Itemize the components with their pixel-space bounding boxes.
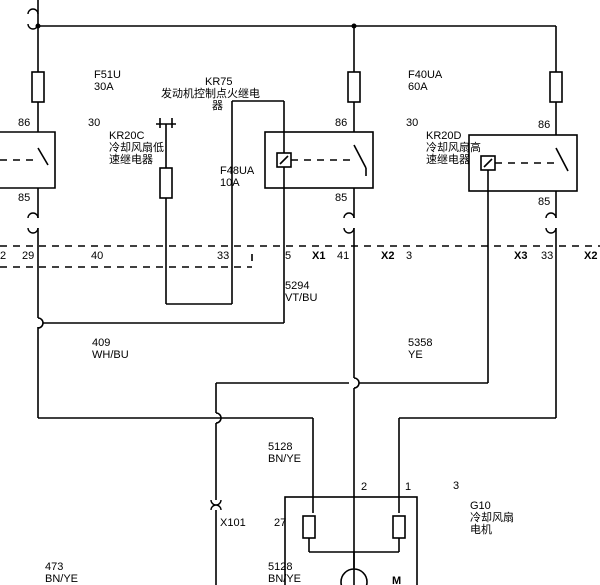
fuse-f40ua-rating: 60A bbox=[408, 81, 428, 93]
wire-5358-circuit: 5358 bbox=[408, 337, 433, 349]
wire-5128-top-circuit: 5128 bbox=[268, 441, 293, 453]
conn-pin-40: 40 bbox=[91, 250, 104, 262]
conn-pin-5: 5 bbox=[285, 250, 292, 262]
relay-kr75-name-2: 器 bbox=[212, 100, 223, 112]
fan-motor-name-1: 冷却风扇 bbox=[470, 512, 514, 524]
fan-motor-m-symbol: M bbox=[392, 575, 402, 585]
connector-curl-mid bbox=[343, 212, 355, 219]
pin-mid-85: 85 bbox=[335, 192, 348, 204]
fan-resistor-right bbox=[392, 515, 406, 539]
fuse-right bbox=[549, 71, 563, 103]
fuse-f51u-rating: 30A bbox=[94, 81, 114, 93]
fan-pin-3: 3 bbox=[453, 480, 460, 492]
relay-kr20c-name-1: 冷却风扇低 bbox=[109, 142, 164, 154]
fan-resistor-left bbox=[302, 515, 316, 539]
relay-kr20d-name-2: 速继电器 bbox=[426, 154, 470, 166]
conn-pin-41: 41 bbox=[337, 250, 350, 262]
fan-motor-g10-box bbox=[284, 496, 418, 585]
hop-5358 bbox=[215, 412, 222, 424]
conn-pin-33-b: 33 bbox=[541, 250, 554, 262]
relay-kr20d-id: KR20D bbox=[426, 130, 462, 142]
pin-left-85: 85 bbox=[18, 192, 31, 204]
fuse-f51u bbox=[31, 71, 45, 103]
connector-x101 bbox=[210, 499, 222, 511]
fan-motor-symbol bbox=[340, 568, 368, 585]
conn-x1: X1 bbox=[312, 250, 326, 262]
wire-5128-bottom-circuit: 5128 bbox=[268, 561, 293, 573]
wire-409-color: WH/BU bbox=[92, 349, 129, 361]
conn-x2-b: X2 bbox=[584, 250, 598, 262]
connector-pin-27: 27 bbox=[274, 517, 287, 529]
fuse-f48ua-name: F48UA bbox=[220, 165, 255, 177]
wire-409-circuit: 409 bbox=[92, 337, 111, 349]
pin-left-30: 30 bbox=[88, 117, 101, 129]
wire-473-circuit: 473 bbox=[45, 561, 64, 573]
fan-pin-1: 1 bbox=[405, 481, 412, 493]
hop-mid bbox=[353, 377, 360, 389]
relay-kr20d-box bbox=[468, 134, 578, 192]
wire-5294-circuit: 5294 bbox=[285, 280, 310, 292]
relay-kr20c-id: KR20C bbox=[109, 130, 145, 142]
pin-right-86: 86 bbox=[538, 119, 551, 131]
fan-motor-id: G10 bbox=[470, 500, 491, 512]
fuse-f48ua-rating: 10A bbox=[220, 177, 240, 189]
hop-left bbox=[37, 317, 44, 329]
pin-mid-86: 86 bbox=[335, 117, 348, 129]
pin-left-86: 86 bbox=[18, 117, 31, 129]
relay-kr75-name-1: 发动机控制点火继电 bbox=[161, 88, 260, 100]
connector-curl-topleft bbox=[27, 8, 39, 15]
wire-5128-top-color: BN/YE bbox=[268, 453, 302, 465]
relay-kr20c-name-2: 速继电器 bbox=[109, 154, 153, 166]
fan-motor-name-2: 电机 bbox=[470, 524, 492, 536]
relay-kr75-id: KR75 bbox=[205, 76, 233, 88]
fuse-f40ua bbox=[347, 71, 361, 103]
conn-x2-a: X2 bbox=[381, 250, 395, 262]
wire-473-color: BN/YE bbox=[45, 573, 79, 585]
relay-kr20c-box bbox=[0, 131, 56, 189]
wire-5294-color: VT/BU bbox=[285, 292, 318, 304]
fan-pin-2: 2 bbox=[361, 481, 368, 493]
fuse-f48ua bbox=[159, 167, 173, 199]
relay-kr20d-name-1: 冷却风扇高 bbox=[426, 142, 481, 154]
connector-x101-label: X101 bbox=[220, 517, 246, 529]
wire-5358-color: YE bbox=[408, 349, 423, 361]
connector-curl-left bbox=[27, 212, 39, 219]
pin-right-85: 85 bbox=[538, 196, 551, 208]
relay-kr75-box bbox=[264, 131, 374, 189]
conn-pin-29: 29 bbox=[22, 250, 35, 262]
conn-pin-3: 3 bbox=[406, 250, 413, 262]
conn-pin-2-left: 2 bbox=[0, 250, 7, 262]
wire-5128-bottom-color: BN/YE bbox=[268, 573, 302, 585]
pin-mid-30: 30 bbox=[406, 117, 419, 129]
conn-x3: X3 bbox=[514, 250, 528, 262]
connector-curl-right bbox=[545, 212, 557, 219]
fuse-f40ua-name: F40UA bbox=[408, 69, 443, 81]
fuse-f51u-name: F51U bbox=[94, 69, 121, 81]
conn-pin-33-a: 33 bbox=[217, 250, 230, 262]
